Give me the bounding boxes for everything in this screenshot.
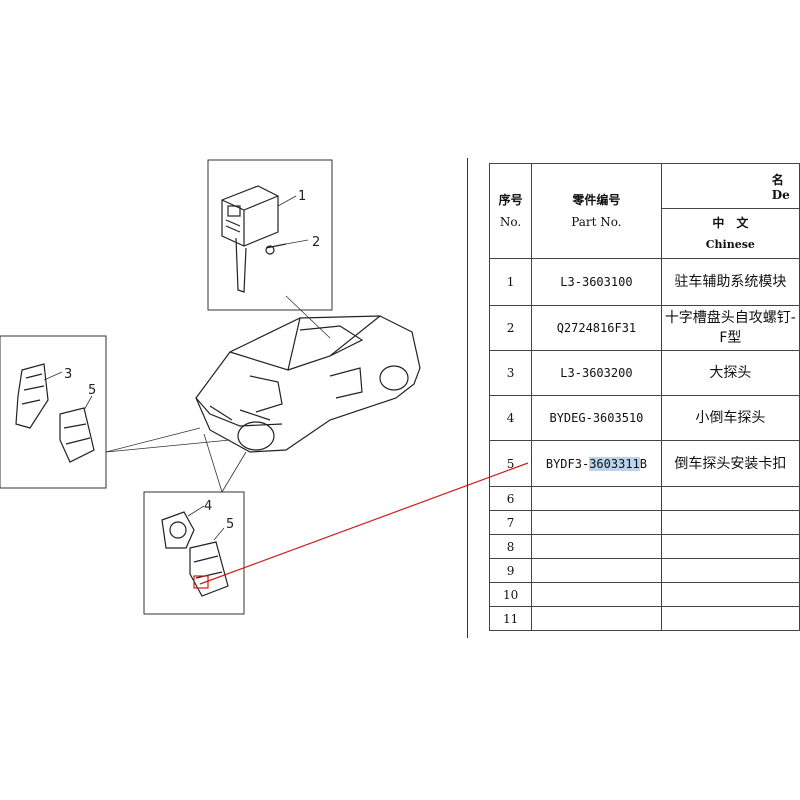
row-name: 倒车探头安装卡扣: [660, 440, 800, 487]
part-highlight[interactable]: 3603311: [589, 456, 640, 471]
header-name: 名 De: [660, 162, 800, 210]
table-row: 11: [488, 606, 800, 631]
table-row: 3 L3-3603200 大探头: [488, 350, 800, 396]
row-part-no: [531, 582, 662, 607]
row-name: [660, 534, 800, 559]
row-name: 大探头: [660, 350, 800, 396]
row-part-no: [531, 558, 662, 583]
small-sensor-drawing: [161, 511, 195, 549]
module-part-drawing: [221, 185, 279, 293]
row-name: 驻车辅助系统模块: [660, 258, 800, 306]
row-no: 10: [488, 582, 533, 607]
detail-box-module: 1 2: [207, 159, 333, 311]
callout-2: 2: [312, 235, 320, 250]
part-suffix: B: [639, 456, 648, 471]
header-part-no: 零件编号 Part No.: [531, 163, 662, 259]
row-name: [660, 558, 800, 583]
parts-table: 序号 No. 零件编号 Part No. 名 De 中 文 Chinese 1 …: [488, 162, 800, 631]
row-no: 2: [488, 305, 533, 351]
header-chinese: 中 文 Chinese: [660, 208, 800, 259]
row-name: 十字槽盘头自攻螺钉-F型: [660, 305, 800, 351]
row-part-no: [531, 486, 662, 511]
bracket-drawing-bottom: [189, 541, 229, 597]
page-divider: [467, 158, 468, 638]
table-row: 8: [488, 534, 800, 559]
row-part-no: Q2724816F31: [531, 305, 662, 351]
row-no: 8: [488, 534, 533, 559]
car-drawing: [195, 315, 421, 453]
table-subheader-row: 中 文 Chinese: [490, 208, 800, 259]
table-row: 2 Q2724816F31 十字槽盘头自攻螺钉-F型: [488, 305, 800, 351]
table-row: 6: [488, 486, 800, 511]
callout-1: 1: [298, 189, 306, 204]
row-part-no: L3-3603200: [531, 350, 662, 396]
callout-4: 4: [204, 499, 212, 514]
row-name: [660, 510, 800, 535]
table-header-row: 序号 No. 零件编号 Part No. 名 De: [488, 162, 800, 259]
row-part-no: L3-3603100: [531, 258, 662, 306]
row-no: 3: [488, 350, 533, 396]
table-row: 1 L3-3603100 驻车辅助系统模块: [488, 258, 800, 306]
part-prefix: BYDF3-: [545, 456, 590, 471]
row-part-no: [531, 534, 662, 559]
row-no: 9: [488, 558, 533, 583]
row-no: 5: [488, 440, 533, 487]
table-row: 9: [488, 558, 800, 583]
annotation-line: [199, 462, 529, 585]
row-name: [660, 606, 800, 631]
table-row: 4 BYDEG-3603510 小倒车探头: [488, 395, 800, 441]
bracket-drawing-left: [59, 407, 95, 463]
row-no: 4: [488, 395, 533, 441]
callout-5-left: 5: [88, 383, 96, 398]
row-part-no: [531, 510, 662, 535]
row-no: 6: [488, 486, 533, 511]
callout-5-bottom: 5: [226, 517, 234, 532]
row-name: 小倒车探头: [660, 395, 800, 441]
row-name: [660, 486, 800, 511]
annotation-target: [193, 575, 209, 589]
row-name: [660, 582, 800, 607]
large-sensor-drawing: [15, 363, 49, 429]
screw-part-drawing: [265, 243, 287, 255]
callout-3: 3: [64, 367, 72, 382]
row-no: 7: [488, 510, 533, 535]
row-part-no: BYDF3-3603311B: [531, 440, 662, 487]
row-part-no: [531, 606, 662, 631]
detail-box-small-sensor: 4 5: [143, 491, 245, 615]
row-no: 11: [488, 606, 533, 631]
row-part-no: BYDEG-3603510: [531, 395, 662, 441]
table-row: 7: [488, 510, 800, 535]
table-row: 5 BYDF3-3603311B 倒车探头安装卡扣: [488, 440, 800, 487]
row-no: 1: [488, 258, 533, 306]
table-row: 10: [488, 582, 800, 607]
header-no: 序号 No.: [488, 163, 533, 259]
detail-box-large-sensor: 3 5: [0, 335, 107, 489]
